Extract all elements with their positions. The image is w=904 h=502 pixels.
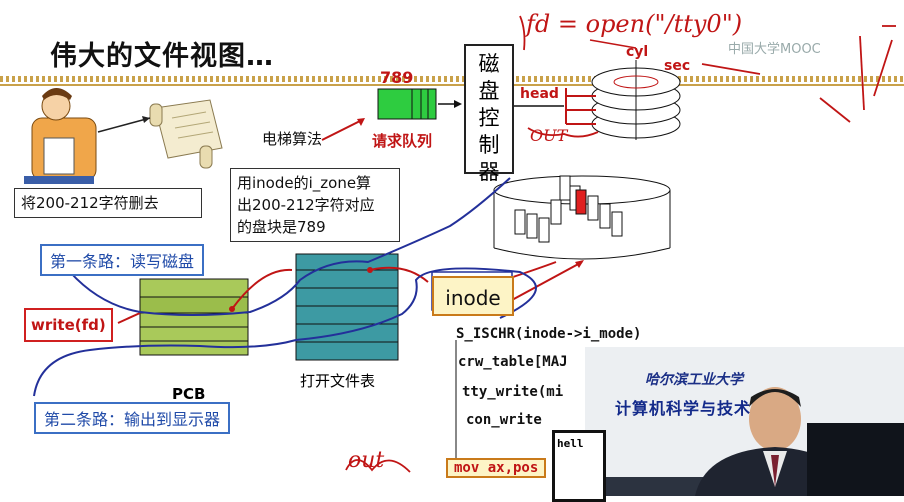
- terminal-text: hell: [557, 437, 584, 450]
- pcb-label: PCB: [172, 385, 206, 403]
- inode-calc-line: 用inode的i_zone算: [237, 174, 372, 192]
- pcb-table: [139, 278, 249, 356]
- delete-text-box: 将200-212字符删去: [14, 188, 202, 218]
- open-file-table: [295, 253, 399, 361]
- controller-char: 制: [478, 133, 500, 157]
- mooc-watermark: 中国大学MOOC: [728, 42, 821, 57]
- handwritten-out: out: [348, 448, 385, 473]
- code-line-highlighted: mov ax,pos: [446, 458, 547, 478]
- elevator-label: 电梯算法: [262, 130, 323, 148]
- inode-calc-line: 的盘块是789: [237, 218, 326, 236]
- handwritten-note: OUT: [530, 126, 568, 145]
- disk-controller-box: 磁 盘 控 制 器: [464, 44, 514, 184]
- person-illustration: [24, 88, 97, 184]
- disk-platters: [591, 60, 681, 140]
- disk-blocks-cylinder: [493, 175, 671, 260]
- department-banner: 计算机科学与技术学院: [615, 399, 786, 418]
- route-two-stroke: [33, 267, 537, 397]
- terminal-screen: hell: [552, 430, 606, 502]
- disk-sec-label: sec: [664, 58, 691, 74]
- inode-calc-line: 出200-212字符对应: [237, 196, 375, 214]
- controller-char: 磁: [478, 52, 500, 76]
- route-two-label: 第二条路：输出到显示器: [34, 402, 231, 434]
- lecturer-video-overlay: 哈尔滨工业大学 计算机科学与技术学院: [585, 347, 904, 496]
- disk-head-label: head: [520, 86, 559, 102]
- controller-char: 盘: [478, 79, 500, 103]
- code-line: S_ISCHR(inode->i_mode): [456, 326, 642, 342]
- handwritten-open-call: fd = open("/tty0"): [526, 10, 743, 38]
- queue-number: 789: [380, 68, 414, 87]
- school-name: 哈尔滨工业大学: [645, 372, 743, 388]
- inode-calc-box: 用inode的i_zone算 出200-212字符对应 的盘块是789: [230, 168, 400, 242]
- controller-char: 器: [478, 160, 500, 184]
- code-line: crw_table[MAJ: [458, 354, 568, 370]
- disk-cyl-label: cyl: [626, 44, 649, 60]
- queue-label: 请求队列: [372, 132, 433, 150]
- scroll-illustration: [149, 99, 223, 169]
- handwriting-annotations: [345, 15, 896, 473]
- code-line: tty_write(mi: [462, 384, 564, 400]
- title-rule: [0, 84, 904, 86]
- route-one-label: 第一条路：读写磁盘: [40, 244, 205, 276]
- code-line: con_write: [466, 412, 542, 428]
- inode-box: inode: [432, 276, 514, 316]
- slide-title: 伟大的文件视图…: [50, 41, 274, 72]
- route-one-stroke: [69, 177, 511, 316]
- controller-char: 控: [478, 106, 500, 130]
- open-file-table-label: 打开文件表: [300, 372, 376, 390]
- lecturer-figure: [695, 387, 904, 496]
- request-queue: [377, 88, 437, 120]
- title-rule-dotted: [0, 76, 904, 82]
- write-fd-box: write(fd): [24, 308, 113, 342]
